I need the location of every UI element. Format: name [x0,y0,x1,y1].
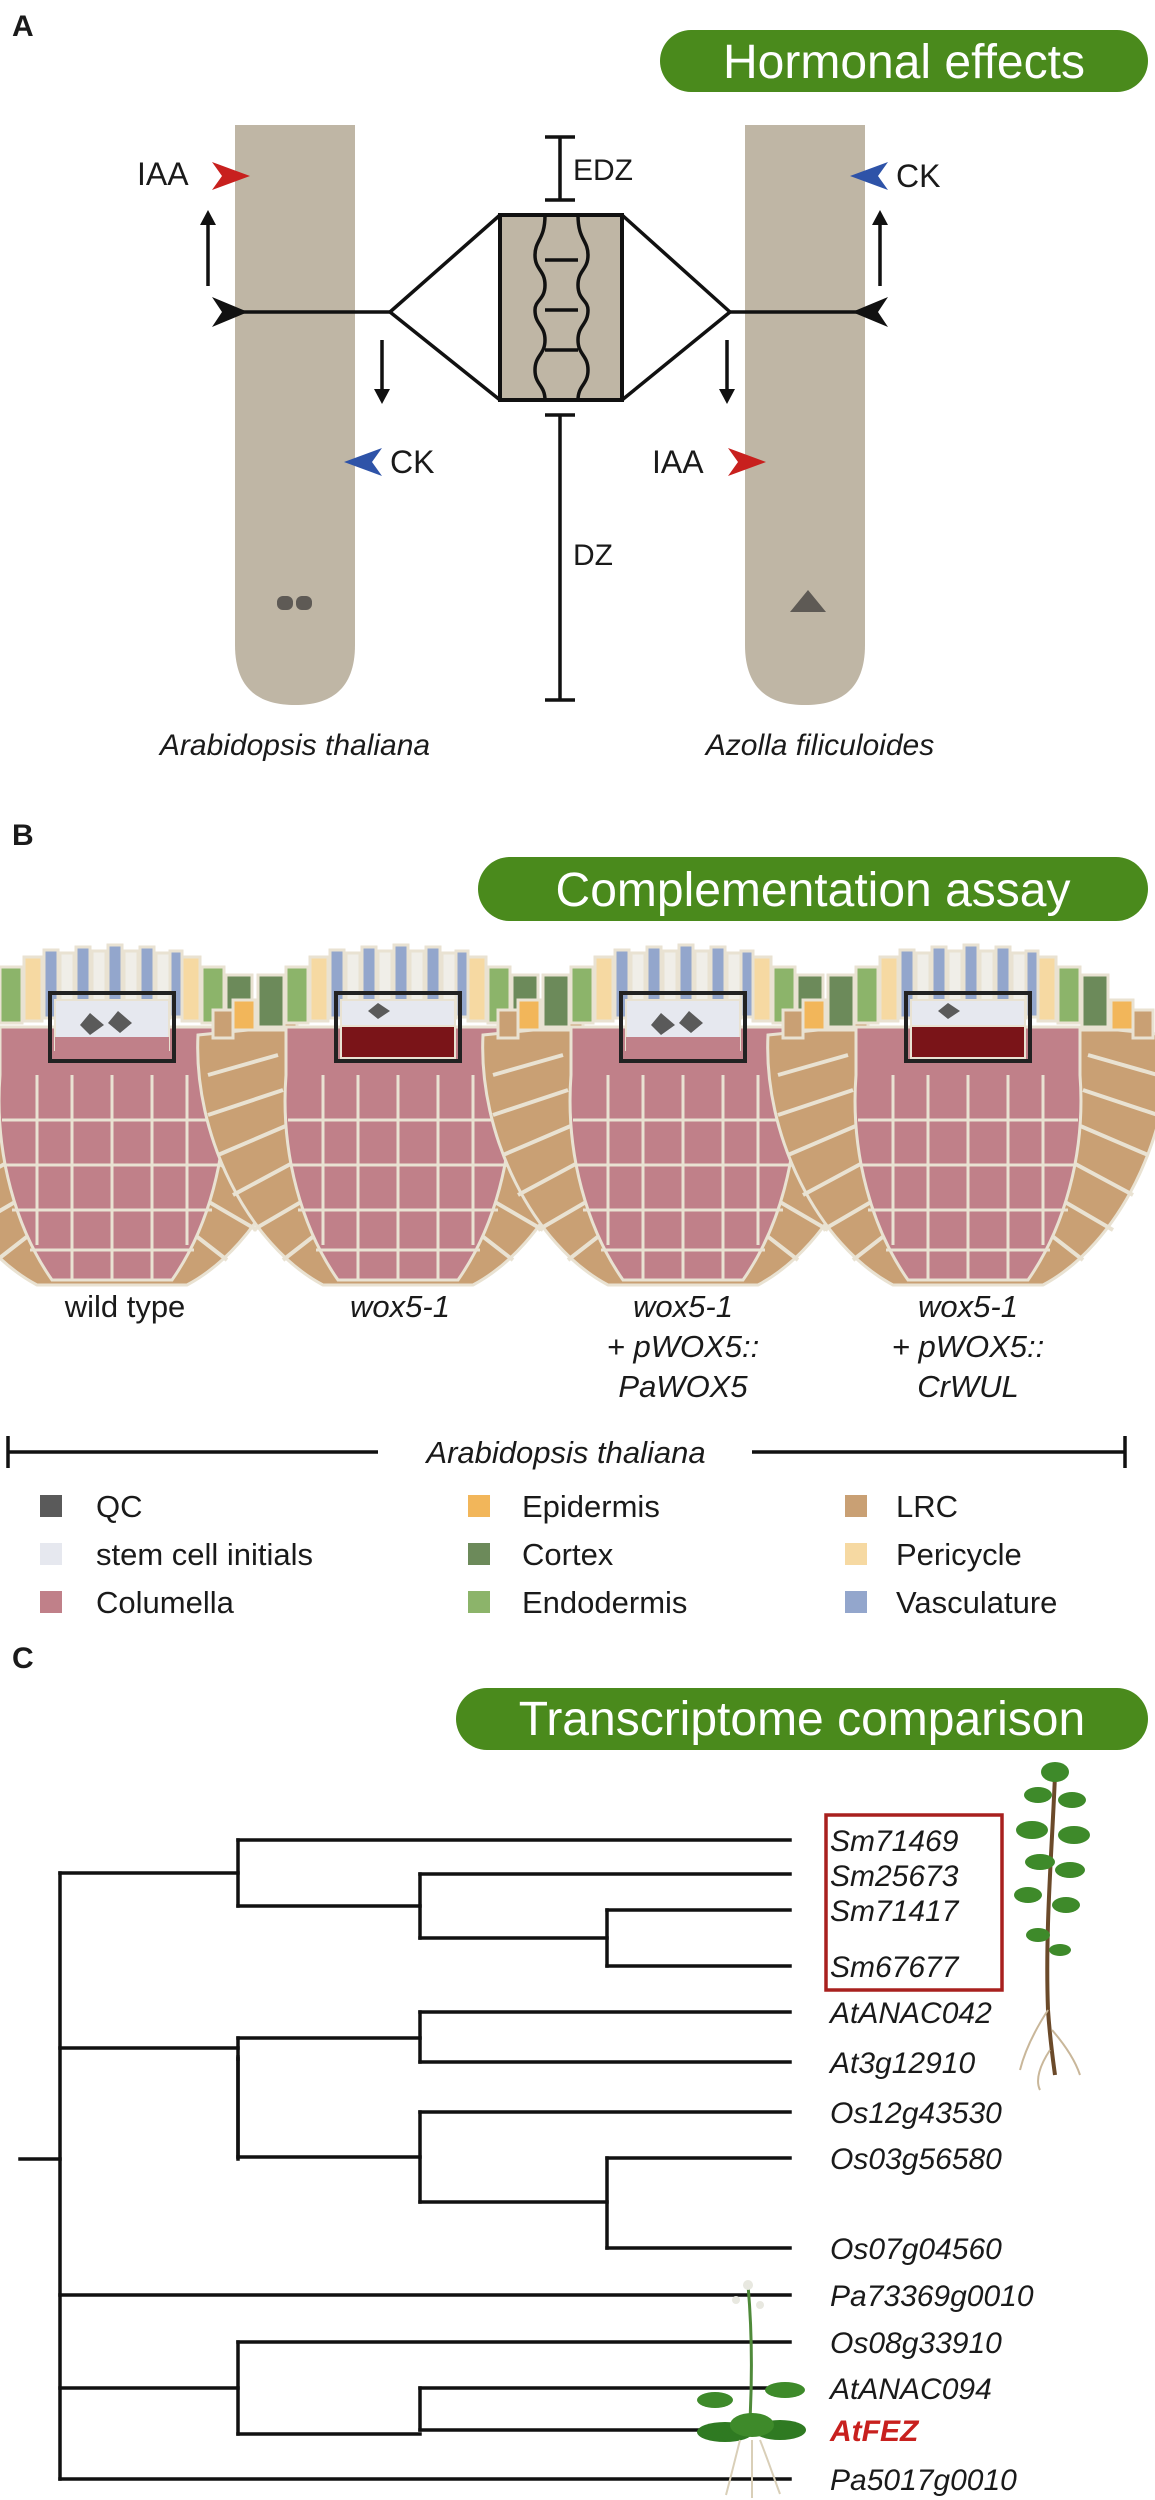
selaginella-plant-illustration [1014,1762,1090,2091]
root-tip-wox5-1 [195,943,601,1287]
legend-label-endodermis: Endodermis [522,1585,687,1620]
gene-label-sm67677: Sm67677 [830,1951,960,1984]
gene-labels: Sm71469 Sm25673 Sm71417 Sm67677 AtANAC04… [828,1825,1034,2497]
gene-label-os08g33910: Os08g33910 [830,2327,1002,2360]
gene-label-atanac042: AtANAC042 [828,1997,992,2030]
legend-label-vasculature: Vasculature [896,1585,1057,1620]
root-tip-pawox5 [480,943,886,1287]
species-bar [6,1436,1127,1468]
genotype-3-line3: PaWOX5 [618,1369,748,1404]
gene-label-os03g56580: Os03g56580 [830,2143,1002,2176]
genotype-2-line1: wox5-1 [350,1289,450,1324]
zoom-connector-right [620,213,732,402]
panel-a-letter: A [12,10,34,43]
panel-c: C Transcriptome comparison [12,1642,1148,2498]
right-iaa-label: IAA [652,444,704,480]
gene-label-pa73369g0010: Pa73369g0010 [830,2280,1034,2313]
right-down-arrow-head [719,389,735,404]
legend-swatch-epidermis [468,1495,490,1517]
right-ck-arrowhead [850,162,888,190]
gene-label-sm71417: Sm71417 [830,1895,960,1928]
azolla-apical-cell [790,590,826,612]
legend-swatch-lrc [845,1495,867,1517]
panel-c-title: Transcriptome comparison [519,1693,1085,1746]
legend-swatch-cortex [468,1543,490,1565]
selaginella-highlight-box [824,1813,1004,1992]
root-tip-crwul [765,943,1155,1287]
arabidopsis-root [235,125,355,705]
genotype-4-line1: wox5-1 [918,1289,1018,1324]
legend-label-columella: Columella [96,1585,235,1620]
right-species-label: Azolla filiculoides [704,729,934,762]
legend-swatch-stem [40,1543,62,1565]
gene-label-at3g12910: At3g12910 [828,2047,975,2080]
legend-swatch-qc [40,1495,62,1517]
root-tip-wild-type [0,943,315,1287]
legend-swatch-columella [40,1591,62,1613]
azolla-root [745,125,865,705]
zoom-connector-left [388,213,502,402]
panel-b-title-pill [478,857,1148,921]
genotype-4-line3: CrWUL [917,1369,1019,1404]
panel-b-title: Complementation assay [556,864,1071,917]
gene-label-atanac094: AtANAC094 [828,2373,992,2406]
dz-label: DZ [573,539,613,572]
gene-label-sm25673: Sm25673 [830,1860,959,1893]
edz-bar [545,135,575,202]
left-iaa-arrowhead [212,162,250,190]
left-ck-arrowhead [344,448,382,476]
legend-swatch-vasculature [845,1591,867,1613]
genotype-4-line2: + pWOX5:: [892,1329,1044,1364]
panel-c-title-pill [456,1688,1148,1750]
cell-type-legend: QC stem cell initials Columella Epidermi… [40,1489,1057,1620]
gene-label-pa5017g0010: Pa5017g0010 [830,2464,1017,2497]
gene-label-atfez: AtFEZ [829,2415,920,2448]
gene-label-sm71469: Sm71469 [830,1825,959,1858]
genotype-1-line1: wild type [64,1289,186,1324]
panel-c-letter: C [12,1642,34,1675]
legend-swatch-pericycle [845,1543,867,1565]
gene-label-os12g43530: Os12g43530 [830,2097,1002,2130]
arabidopsis-qc-cell-right [296,596,312,610]
legend-swatch-endodermis [468,1591,490,1613]
legend-label-cortex: Cortex [522,1537,614,1572]
left-down-arrow-head [374,389,390,404]
legend-label-pericycle: Pericycle [896,1537,1022,1572]
zoom-box [498,213,624,402]
panel-a-title: Hormonal effects [723,36,1085,89]
legend-label-epidermis: Epidermis [522,1489,660,1524]
arabidopsis-plant-illustration [697,2280,806,2498]
panel-a: A Hormonal effects IAA C [12,10,1148,762]
gene-label-os07g04560: Os07g04560 [830,2233,1002,2266]
phylogenetic-tree [18,1838,792,2481]
legend-label-stem: stem cell initials [96,1537,313,1572]
left-ck-label: CK [390,444,434,480]
left-iaa-label: IAA [137,156,189,192]
left-black-arrowhead [212,297,248,327]
arabidopsis-qc-cell-left [277,596,293,610]
legend-label-lrc: LRC [896,1489,958,1524]
panel-b-letter: B [12,819,34,852]
right-iaa-arrowhead [728,448,766,476]
genotype-3-line2: + pWOX5:: [607,1329,759,1364]
genotype-3-line1: wox5-1 [633,1289,733,1324]
legend-label-qc: QC [96,1489,143,1524]
zoom-cell-outlines [533,214,590,401]
right-up-arrow-head [872,210,888,225]
panel-a-title-pill [660,30,1148,92]
left-species-label: Arabidopsis thaliana [158,729,430,762]
panel-b: B Complementation assay [0,819,1155,1620]
left-up-arrow-head [200,210,216,225]
species-bar-label: Arabidopsis thaliana [424,1435,705,1470]
right-ck-label: CK [896,158,940,194]
edz-label: EDZ [573,154,633,187]
right-black-arrowhead [852,297,888,327]
dz-bar [545,413,575,702]
